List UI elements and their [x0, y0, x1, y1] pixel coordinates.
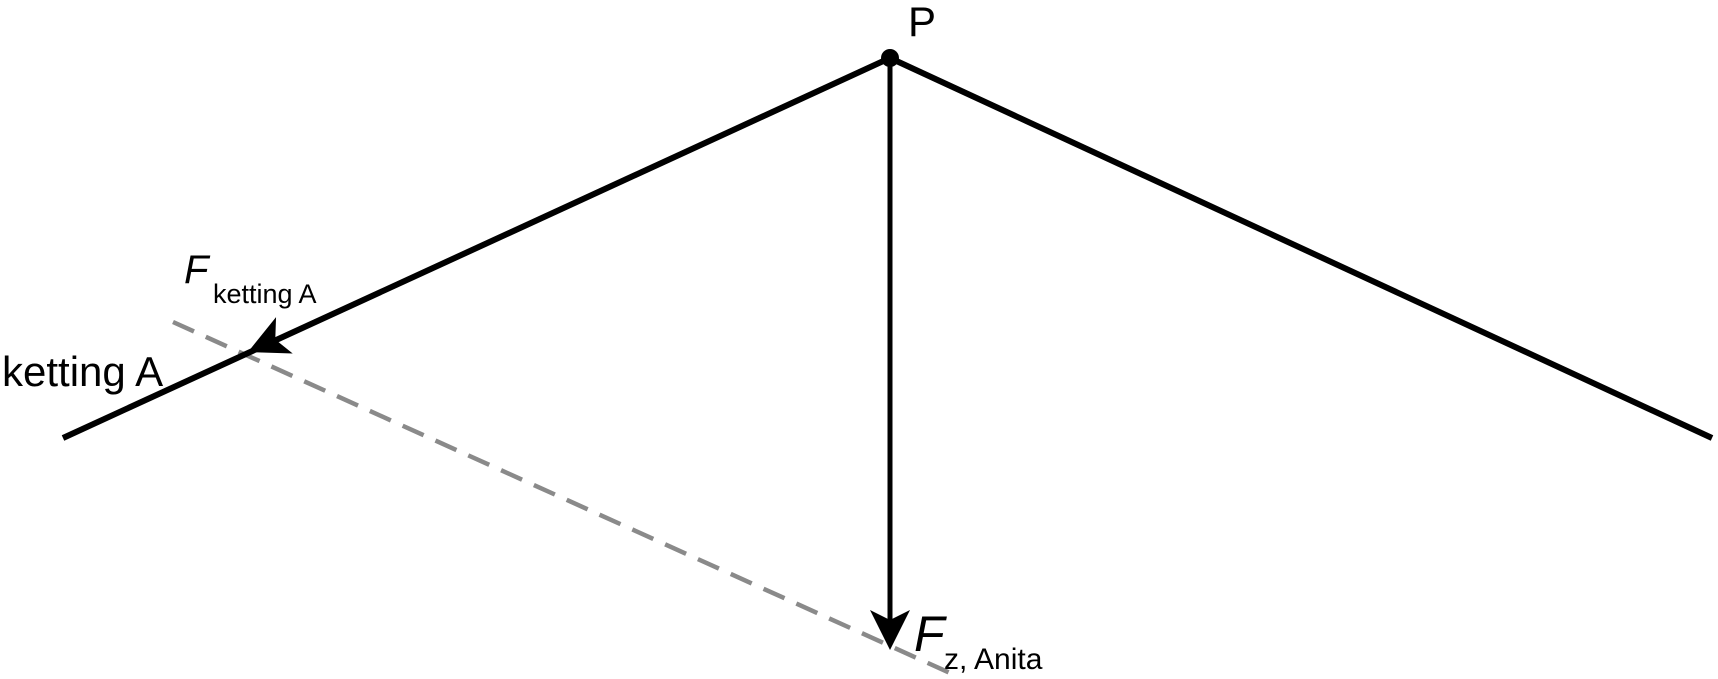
chain-a-line	[61, 55, 892, 441]
force-chain-a-symbol: F	[184, 248, 211, 292]
construction-dashed-line	[172, 319, 951, 676]
force-weight-subscript: z, Anita	[944, 643, 1043, 676]
force-weight-symbol: F	[914, 606, 947, 662]
force-chain-a-subscript: ketting A	[213, 279, 317, 309]
chain-b-line	[888, 55, 1714, 441]
point-p-dot	[881, 49, 899, 67]
point-p-label: P	[908, 0, 936, 45]
chain-a-label: ketting A	[2, 348, 163, 395]
chain-a-force-arrowhead	[248, 317, 293, 354]
weight-force-arrowhead	[870, 610, 910, 650]
